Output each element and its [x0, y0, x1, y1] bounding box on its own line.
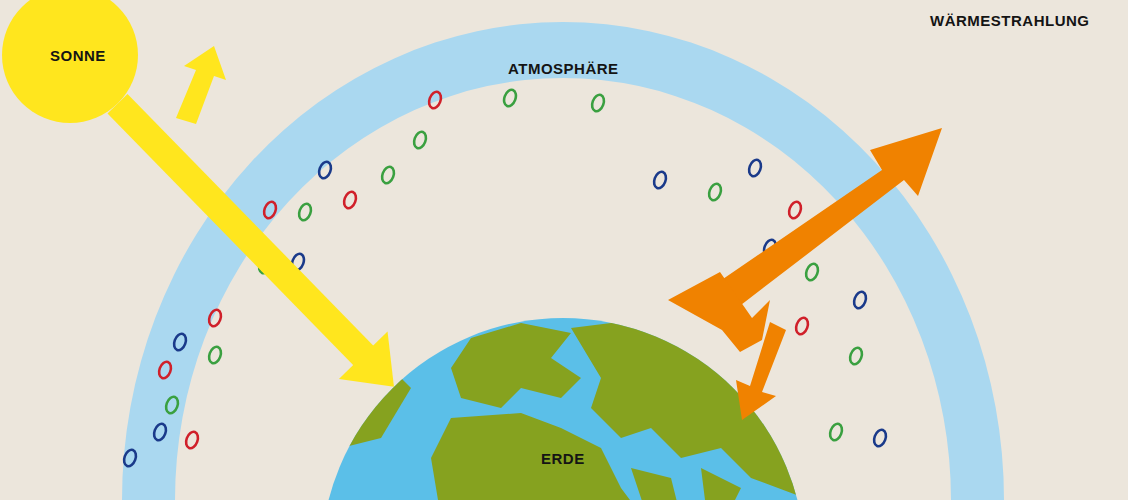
earth-globe-outline	[321, 318, 805, 500]
gas-molecule	[794, 316, 810, 336]
gas-molecule	[297, 202, 313, 222]
gas-molecule	[380, 165, 396, 185]
node-label: SONNE	[50, 47, 106, 64]
land-mass	[451, 323, 581, 408]
gas-molecule	[852, 290, 868, 310]
node-label: ERDE	[541, 450, 585, 467]
gas-molecule	[787, 200, 803, 220]
land-mass	[701, 468, 741, 500]
node-label: ATMOSPHÄRE	[508, 60, 619, 77]
gas-molecule	[590, 93, 606, 113]
land-mass	[431, 413, 651, 500]
land-mass	[631, 468, 681, 500]
broken-heat-arrow	[668, 272, 770, 352]
gas-molecule	[848, 346, 864, 366]
reflected-sunlight-arrow	[176, 46, 226, 124]
gas-molecule	[652, 170, 668, 190]
gas-molecule	[804, 262, 820, 282]
heat-radiation-label: WÄRMESTRAHLUNG	[930, 12, 1089, 29]
sun-disc	[2, 0, 138, 123]
gas-molecule	[412, 130, 428, 150]
returning-heat-arrow	[736, 322, 786, 420]
earth-globe: ERDE	[321, 318, 805, 500]
land-mass	[321, 358, 411, 448]
gas-molecule	[184, 430, 200, 450]
ocean	[321, 318, 805, 500]
gas-molecule	[747, 158, 763, 178]
gas-molecule	[828, 422, 844, 442]
gas-molecule	[872, 428, 888, 448]
land-mass	[371, 318, 451, 358]
arrow-head	[339, 332, 394, 387]
gas-molecule	[707, 182, 723, 202]
gas-molecule	[342, 190, 358, 210]
gas-molecule	[207, 345, 223, 365]
gas-molecule	[502, 88, 518, 108]
